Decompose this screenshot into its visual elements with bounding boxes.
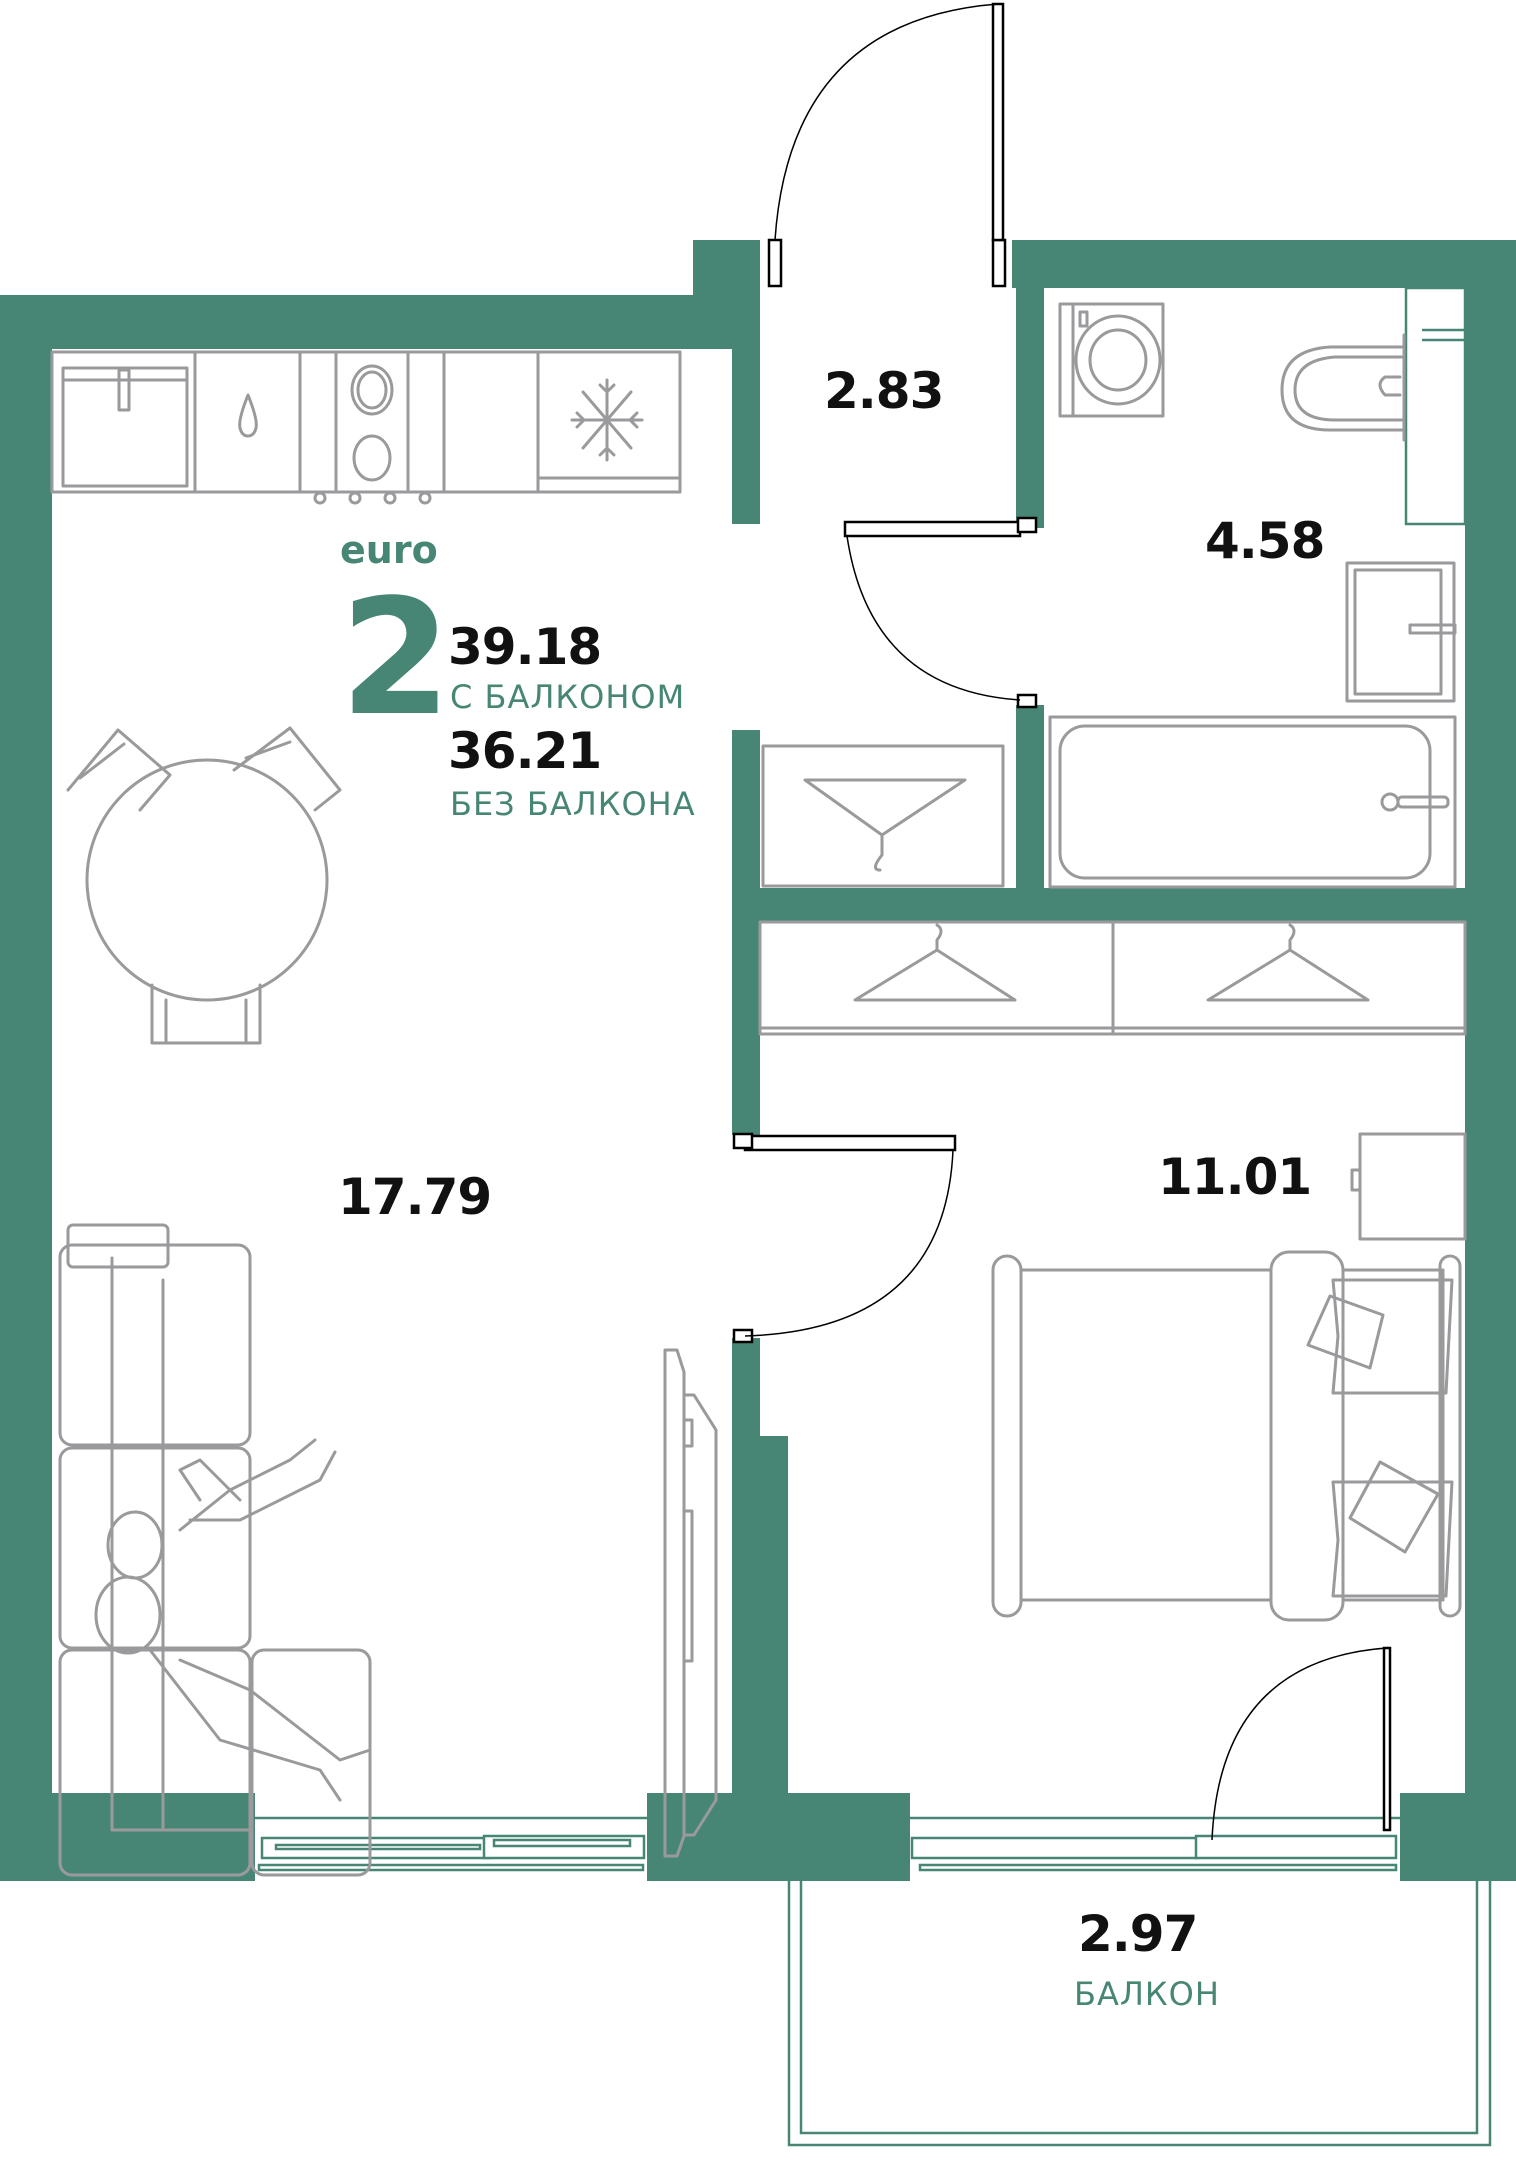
balcony-area: 2.97 [1078,1905,1198,1963]
chair-icon [150,983,262,1045]
wall-living-bedroom [732,1338,760,1793]
bedroom-wardrobe [758,920,1467,1036]
hanger-icon [853,923,1017,1002]
doors [732,2,1392,1841]
without-balcony-label: БЕЗ БАЛКОНА [450,785,696,823]
wall-entry-left [693,240,760,300]
wall-bottom-1 [0,1793,255,1881]
balcony-door-icon [1211,1646,1392,1841]
window-icon [255,1816,647,1872]
wall-right [1465,240,1516,1793]
hallway-area: 2.83 [824,362,944,420]
walls [0,240,1516,1881]
bathroom-door-icon [843,516,1038,709]
toilet-icon [1280,333,1406,442]
bathroom-area: 4.58 [1205,512,1325,570]
total-area-with-balcony: 39.18 [448,618,602,676]
snowflake-freezer-icon [536,378,682,480]
water-drop-icon [238,350,302,494]
pillow-icon [1331,1460,1454,1598]
washing-machine-icon [1058,302,1165,418]
wall-kitchen-hall [732,340,760,524]
kitchen-counter [50,350,682,505]
apartment-type-label: euro [340,528,438,572]
with-balcony-label: С БАЛКОНОМ [450,678,686,716]
people-icon [94,1438,372,1802]
bed-icon [991,1250,1462,1622]
dining-table-icon [66,726,342,1045]
wall-bath-lower [1016,705,1044,890]
tv-icon [663,1348,718,1858]
bedroom-area: 11.01 [1158,1148,1312,1206]
wall-bath-upper [1016,240,1044,528]
wall-left [0,295,52,1793]
hanger-icon [803,778,967,872]
window-icon [910,1816,1400,1872]
hall-wardrobe [761,744,1005,888]
bedside-table [1350,1132,1467,1241]
sink-icon [61,350,197,494]
chair-icon [66,728,172,812]
window-icon [1404,286,1467,526]
balcony [787,1881,1492,2147]
wall-bath-bedroom [732,888,1465,922]
hanger-icon [1206,923,1370,1002]
kitchen-living-area: 17.79 [338,1168,492,1226]
entrance-door-icon [767,2,1007,288]
chair-icon [232,726,342,812]
wall-bottom-2 [647,1793,910,1881]
wall-bottom-3 [1400,1793,1516,1881]
rooms-count: 2 [340,564,452,751]
wall-living-bedroom-thick [758,1436,788,1793]
wall-wardrobe [732,730,760,1135]
stove-icon [313,350,446,505]
total-area-without-balcony: 36.21 [448,722,602,780]
washbasin-icon [1345,561,1457,703]
pillow-icon [1306,1278,1454,1395]
balcony-label: БАЛКОН [1074,1975,1220,2013]
wall-top-bath [1012,240,1516,288]
windows [255,286,1467,1872]
wall-top-kitchen [0,295,760,349]
sofa-icon [58,1223,372,1877]
bathtub-icon [1048,715,1457,889]
bedroom-door-icon [732,1132,957,1344]
